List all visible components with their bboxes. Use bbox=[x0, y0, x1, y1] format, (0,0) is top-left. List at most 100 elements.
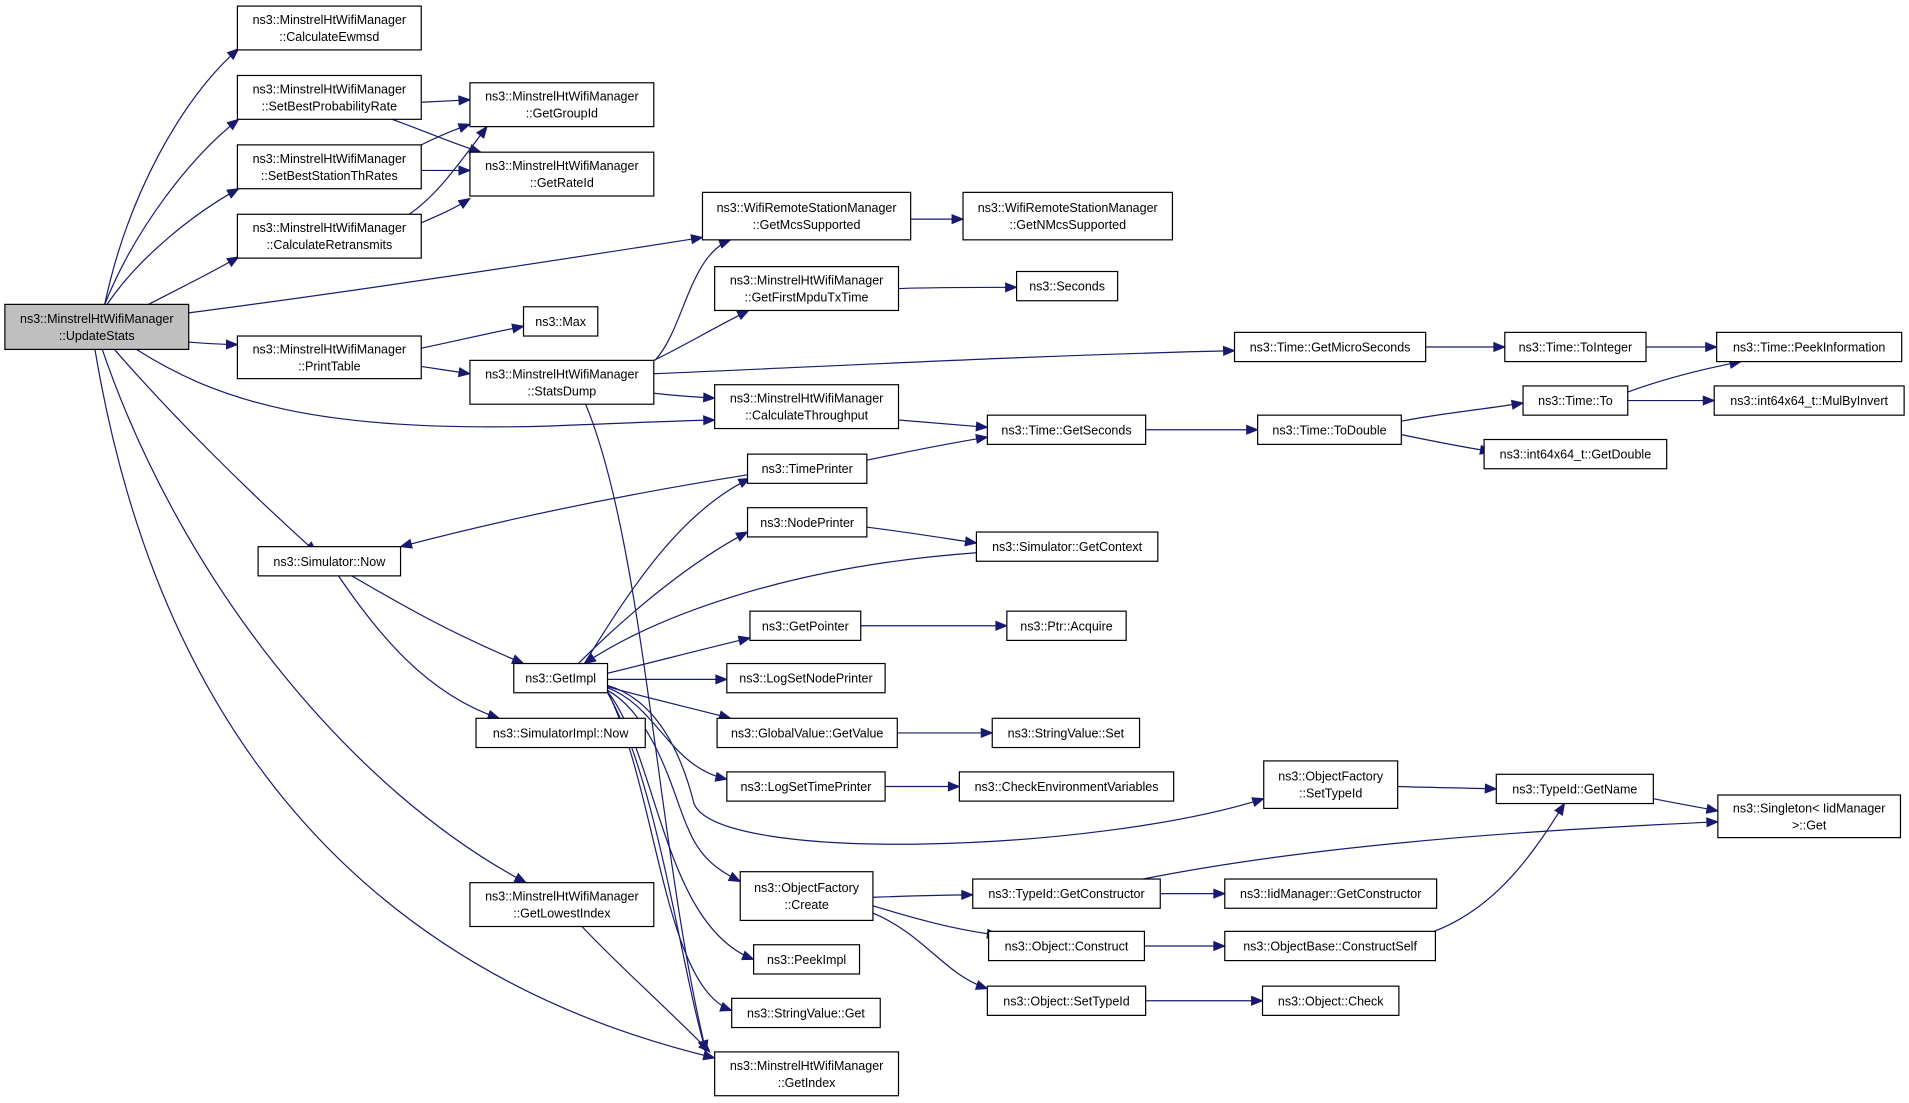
edge-simnow-to-simimplnow bbox=[337, 575, 501, 720]
node-label: ns3::CheckEnvironmentVariables bbox=[975, 780, 1159, 794]
node-constructself[interactable]: ns3::ObjectBase::ConstructSelf bbox=[1224, 930, 1437, 962]
node-label: ns3::Time::To bbox=[1538, 394, 1613, 408]
node-label: ::GetMcsSupported bbox=[753, 218, 861, 232]
edge-statsdump-to-getmicro bbox=[653, 345, 1236, 375]
node-ofsettypeid[interactable]: ns3::ObjectFactory::SetTypeId bbox=[1263, 760, 1399, 809]
node-label: ns3::WifiRemoteStationManager bbox=[978, 201, 1158, 215]
edge-beststation-to-rateid bbox=[421, 165, 472, 176]
node-getmicro[interactable]: ns3::Time::GetMicroSeconds bbox=[1233, 331, 1427, 363]
node-ptracquire[interactable]: ns3::Ptr::Acquire bbox=[1006, 610, 1127, 641]
edge-getmicro-to-tointeger bbox=[1425, 341, 1507, 353]
node-box bbox=[991, 717, 1141, 749]
edge-ofcreate-to-objsettypeid bbox=[872, 912, 989, 990]
node-objsettypeid[interactable]: ns3::Object::SetTypeId bbox=[986, 985, 1147, 1016]
node-label: ns3::IidManager::GetConstructor bbox=[1240, 887, 1421, 901]
node-beststation[interactable]: ns3::MinstrelHtWifiManager::SetBestStati… bbox=[236, 144, 422, 190]
node-box bbox=[958, 771, 1175, 802]
node-simimplnow[interactable]: ns3::SimulatorImpl::Now bbox=[475, 717, 646, 749]
node-gvgetvalue[interactable]: ns3::GlobalValue::GetValue bbox=[716, 717, 898, 749]
node-box bbox=[726, 662, 886, 694]
node-label: ::Create bbox=[784, 898, 829, 912]
edge-getseconds-to-todouble bbox=[1145, 424, 1259, 435]
edge-simnow-to-getimpl bbox=[351, 575, 525, 665]
node-label: ns3::Seconds bbox=[1029, 280, 1105, 294]
node-box bbox=[469, 882, 655, 928]
node-label: ns3::MinstrelHtWifiManager bbox=[253, 82, 407, 96]
node-box bbox=[746, 453, 868, 484]
node-box bbox=[726, 771, 886, 802]
node-box bbox=[753, 944, 861, 975]
node-label: ns3::MinstrelHtWifiManager bbox=[485, 90, 639, 104]
node-checkenv[interactable]: ns3::CheckEnvironmentVariables bbox=[958, 771, 1175, 802]
node-simgetcontext[interactable]: ns3::Simulator::GetContext bbox=[975, 531, 1159, 562]
edge-nodeprinter-to-simgetcontext bbox=[866, 526, 978, 547]
node-peekimpl[interactable]: ns3::PeekImpl bbox=[753, 944, 861, 975]
node-peekinfo[interactable]: ns3::Time::PeekInformation bbox=[1716, 331, 1903, 363]
node-label: ns3::Object::Construct bbox=[1005, 939, 1129, 953]
node-todouble[interactable]: ns3::Time::ToDouble bbox=[1257, 414, 1402, 445]
node-getnmcs[interactable]: ns3::WifiRemoteStationManager::GetNMcsSu… bbox=[962, 191, 1174, 241]
node-box bbox=[1522, 385, 1629, 416]
node-tidgetname[interactable]: ns3::TypeId::GetName bbox=[1495, 773, 1654, 805]
node-mulbyinvert[interactable]: ns3::int64x64_t::MulByInvert bbox=[1713, 385, 1905, 416]
node-logsettime[interactable]: ns3::LogSetTimePrinter bbox=[726, 771, 886, 802]
node-label: ns3::NodePrinter bbox=[760, 516, 854, 530]
node-logsetnode[interactable]: ns3::LogSetNodePrinter bbox=[726, 662, 886, 694]
edge-objconstruct-to-constructself bbox=[1144, 940, 1227, 952]
edge-statsdump-to-calcthroughput bbox=[653, 392, 717, 403]
node-svset[interactable]: ns3::StringValue::Set bbox=[991, 717, 1141, 749]
node-max[interactable]: ns3::Max bbox=[522, 306, 599, 337]
node-iidgetctor[interactable]: ns3::IidManager::GetConstructor bbox=[1224, 878, 1438, 909]
node-simnow[interactable]: ns3::Simulator::Now bbox=[257, 546, 402, 577]
node-label: ::CalculateThroughput bbox=[745, 409, 869, 423]
node-bestprob[interactable]: ns3::MinstrelHtWifiManager::SetBestProba… bbox=[236, 74, 422, 120]
node-getimpl[interactable]: ns3::GetImpl bbox=[513, 662, 609, 694]
node-objconstruct[interactable]: ns3::Object::Construct bbox=[987, 930, 1146, 962]
node-label: ns3::MinstrelHtWifiManager bbox=[730, 1059, 884, 1073]
node-label: ns3::SimulatorImpl::Now bbox=[493, 726, 629, 740]
node-statsdump[interactable]: ns3::MinstrelHtWifiManager::StatsDump bbox=[469, 359, 655, 405]
edge-updatestats-to-getindex bbox=[94, 349, 716, 1061]
edge-tointeger-to-peekinfo bbox=[1646, 341, 1718, 353]
node-getseconds[interactable]: ns3::Time::GetSeconds bbox=[986, 414, 1147, 445]
node-label: ns3::MinstrelHtWifiManager bbox=[730, 392, 884, 406]
node-timeprinter[interactable]: ns3::TimePrinter bbox=[746, 453, 868, 484]
node-box bbox=[522, 306, 599, 337]
node-box bbox=[749, 610, 862, 641]
node-label: ns3::MinstrelHtWifiManager bbox=[253, 342, 407, 356]
node-objcheck[interactable]: ns3::Object::Check bbox=[1261, 985, 1400, 1016]
node-ewmsd[interactable]: ns3::MinstrelHtWifiManager::CalculateEwm… bbox=[236, 5, 422, 51]
node-singletonget[interactable]: ns3::Singleton< IidManager>::Get bbox=[1717, 794, 1902, 839]
node-box bbox=[469, 151, 655, 197]
node-ofcreate[interactable]: ns3::ObjectFactory::Create bbox=[739, 871, 874, 922]
node-svget[interactable]: ns3::StringValue::Get bbox=[731, 997, 881, 1029]
node-groupid[interactable]: ns3::MinstrelHtWifiManager::GetGroupId bbox=[469, 82, 655, 128]
node-printtable[interactable]: ns3::MinstrelHtWifiManager::PrintTable bbox=[236, 335, 422, 380]
node-rateid[interactable]: ns3::MinstrelHtWifiManager::GetRateId bbox=[469, 151, 655, 197]
edge-updatestats-to-ewmsd bbox=[104, 47, 240, 305]
node-box bbox=[236, 74, 422, 120]
node-nodeprinter[interactable]: ns3::NodePrinter bbox=[746, 507, 868, 538]
node-retransmits[interactable]: ns3::MinstrelHtWifiManager::CalculateRet… bbox=[236, 213, 422, 259]
node-lowestindex[interactable]: ns3::MinstrelHtWifiManager::GetLowestInd… bbox=[469, 882, 655, 928]
node-seconds[interactable]: ns3::Seconds bbox=[1015, 270, 1119, 302]
node-tidgetctor[interactable]: ns3::TypeId::GetConstructor bbox=[972, 878, 1161, 909]
node-getpointer[interactable]: ns3::GetPointer bbox=[749, 610, 862, 641]
edge-getpointer-to-ptracquire bbox=[860, 620, 1009, 631]
node-getmcs[interactable]: ns3::WifiRemoteStationManager::GetMcsSup… bbox=[701, 191, 912, 241]
node-label: ns3::Singleton< IidManager bbox=[1733, 801, 1886, 815]
node-tointeger[interactable]: ns3::Time::ToInteger bbox=[1504, 331, 1647, 363]
node-calcthroughput[interactable]: ns3::MinstrelHtWifiManager::CalculateThr… bbox=[714, 384, 900, 430]
node-label: ::UpdateStats bbox=[59, 329, 135, 343]
node-label: ns3::Ptr::Acquire bbox=[1020, 619, 1112, 633]
node-timeto[interactable]: ns3::Time::To bbox=[1522, 385, 1629, 416]
node-getindex[interactable]: ns3::MinstrelHtWifiManager::GetIndex bbox=[714, 1051, 900, 1097]
edge-updatestats-to-calcthroughput bbox=[136, 348, 717, 428]
node-updatestats[interactable]: ns3::MinstrelHtWifiManager::UpdateStats bbox=[4, 303, 190, 351]
node-label: ns3::Time::ToInteger bbox=[1519, 340, 1632, 354]
node-firstmpdu[interactable]: ns3::MinstrelHtWifiManager::GetFirstMpdu… bbox=[714, 266, 900, 312]
node-label: ns3::Simulator::Now bbox=[273, 555, 386, 569]
node-label: ::SetTypeId bbox=[1299, 787, 1362, 801]
node-box bbox=[1224, 930, 1437, 962]
node-getdouble[interactable]: ns3::int64x64_t::GetDouble bbox=[1483, 438, 1668, 470]
